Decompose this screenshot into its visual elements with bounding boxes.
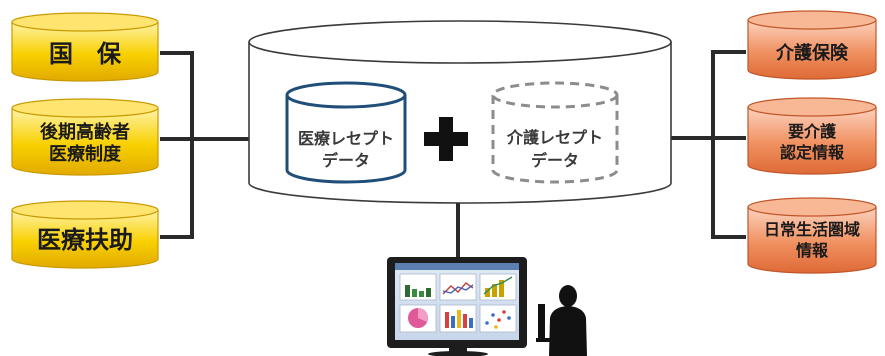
source-label-line1: 要介護 [788,122,837,141]
medical-label-line1: 医療レセプト [298,129,394,148]
care-label-line1: 介護レセプト [506,128,603,147]
source-label: 介護保険 [775,42,849,64]
source-label-line2: 医療制度 [49,143,122,165]
plus-icon [424,117,468,161]
care-label-line2: データ [531,151,579,170]
source-label-line1: 日常生活圏域 [764,220,860,239]
medical-receipt-cylinder: 医療レセプト データ [285,81,407,184]
left-source-koki: 後期高齢者 医療制度 [11,98,159,176]
source-label-line1: 後期高齢者 [40,121,130,143]
person-silhouette-icon [536,285,587,356]
right-source-nichijo: 日常生活圏域 情報 [747,197,877,274]
source-label: 国 保 [49,40,122,68]
left-source-iryofujo: 医療扶助 [11,200,159,269]
right-source-kaigo-hoken: 介護保険 [747,10,877,80]
care-receipt-cylinder: 介護レセプト データ [491,81,619,184]
source-label-line2: 認定情報 [780,143,845,162]
right-source-yokaigo: 要介護 認定情報 [747,97,877,175]
source-label: 医療扶助 [37,226,133,254]
source-label-line2: 情報 [796,241,829,260]
left-source-kokuho: 国 保 [11,12,159,82]
monitor-dashboard-icon [387,257,527,356]
medical-label-line2: データ [322,151,370,170]
